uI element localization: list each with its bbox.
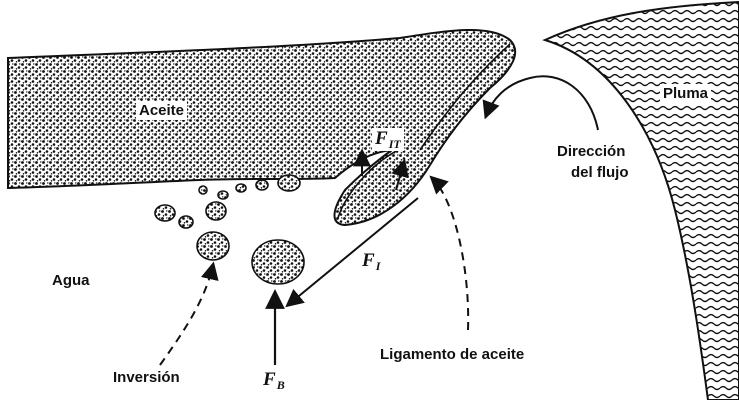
oil-layer xyxy=(8,30,515,225)
flow-direction-arrow xyxy=(486,76,598,130)
droplet xyxy=(206,202,226,220)
droplet xyxy=(199,186,207,194)
droplet xyxy=(218,191,228,199)
plume-region xyxy=(545,2,739,400)
label-direccion-line2: del flujo xyxy=(571,164,629,181)
label-agua: Agua xyxy=(52,272,90,289)
label-pluma: Pluma xyxy=(660,84,711,103)
label-ligamento: Ligamento de aceite xyxy=(380,346,524,363)
label-direccion-line1: Dirección xyxy=(557,143,625,160)
droplet xyxy=(278,175,300,191)
droplet xyxy=(236,184,246,192)
droplet xyxy=(155,205,175,221)
ligament-leader-line xyxy=(432,178,468,330)
droplet xyxy=(252,240,304,284)
label-inversion: Inversión xyxy=(113,369,180,386)
droplet xyxy=(197,232,229,260)
inversion-leader-line xyxy=(160,265,213,365)
droplet xyxy=(256,180,268,190)
label-aceite: Aceite xyxy=(136,101,187,120)
droplet xyxy=(179,216,193,228)
label-f-i: FI xyxy=(362,251,380,272)
label-f-it: FIT xyxy=(372,128,404,151)
oil-droplets xyxy=(155,175,304,284)
label-f-b: FB xyxy=(263,370,285,391)
